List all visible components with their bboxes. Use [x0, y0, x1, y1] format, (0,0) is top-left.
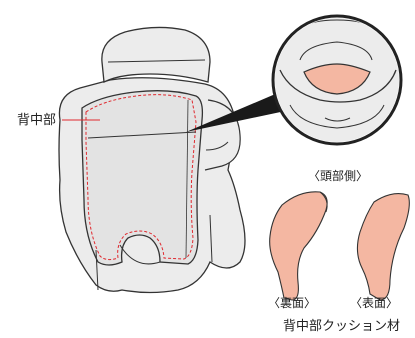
headrest-seam [107, 59, 206, 63]
magnified-detail [275, 18, 399, 142]
back-side-label: 〈裏面〉 [268, 296, 317, 310]
cushion-back-face [269, 191, 328, 301]
seat-side-wing [204, 99, 241, 171]
pad-seam [87, 131, 197, 139]
front-side-label: 〈表面〉 [350, 296, 399, 310]
magnifier-pointer [186, 92, 290, 132]
cushion-front-face [356, 193, 410, 301]
back-center-label: 背中部 [17, 113, 57, 128]
cushion-caption: 背中部クッション材 [283, 319, 401, 334]
back-cushion-dashed [85, 94, 197, 261]
magnified-cushion [303, 63, 371, 95]
head-side-label: 〈頭部側〉 [308, 169, 369, 183]
seat-headrest [101, 26, 211, 84]
